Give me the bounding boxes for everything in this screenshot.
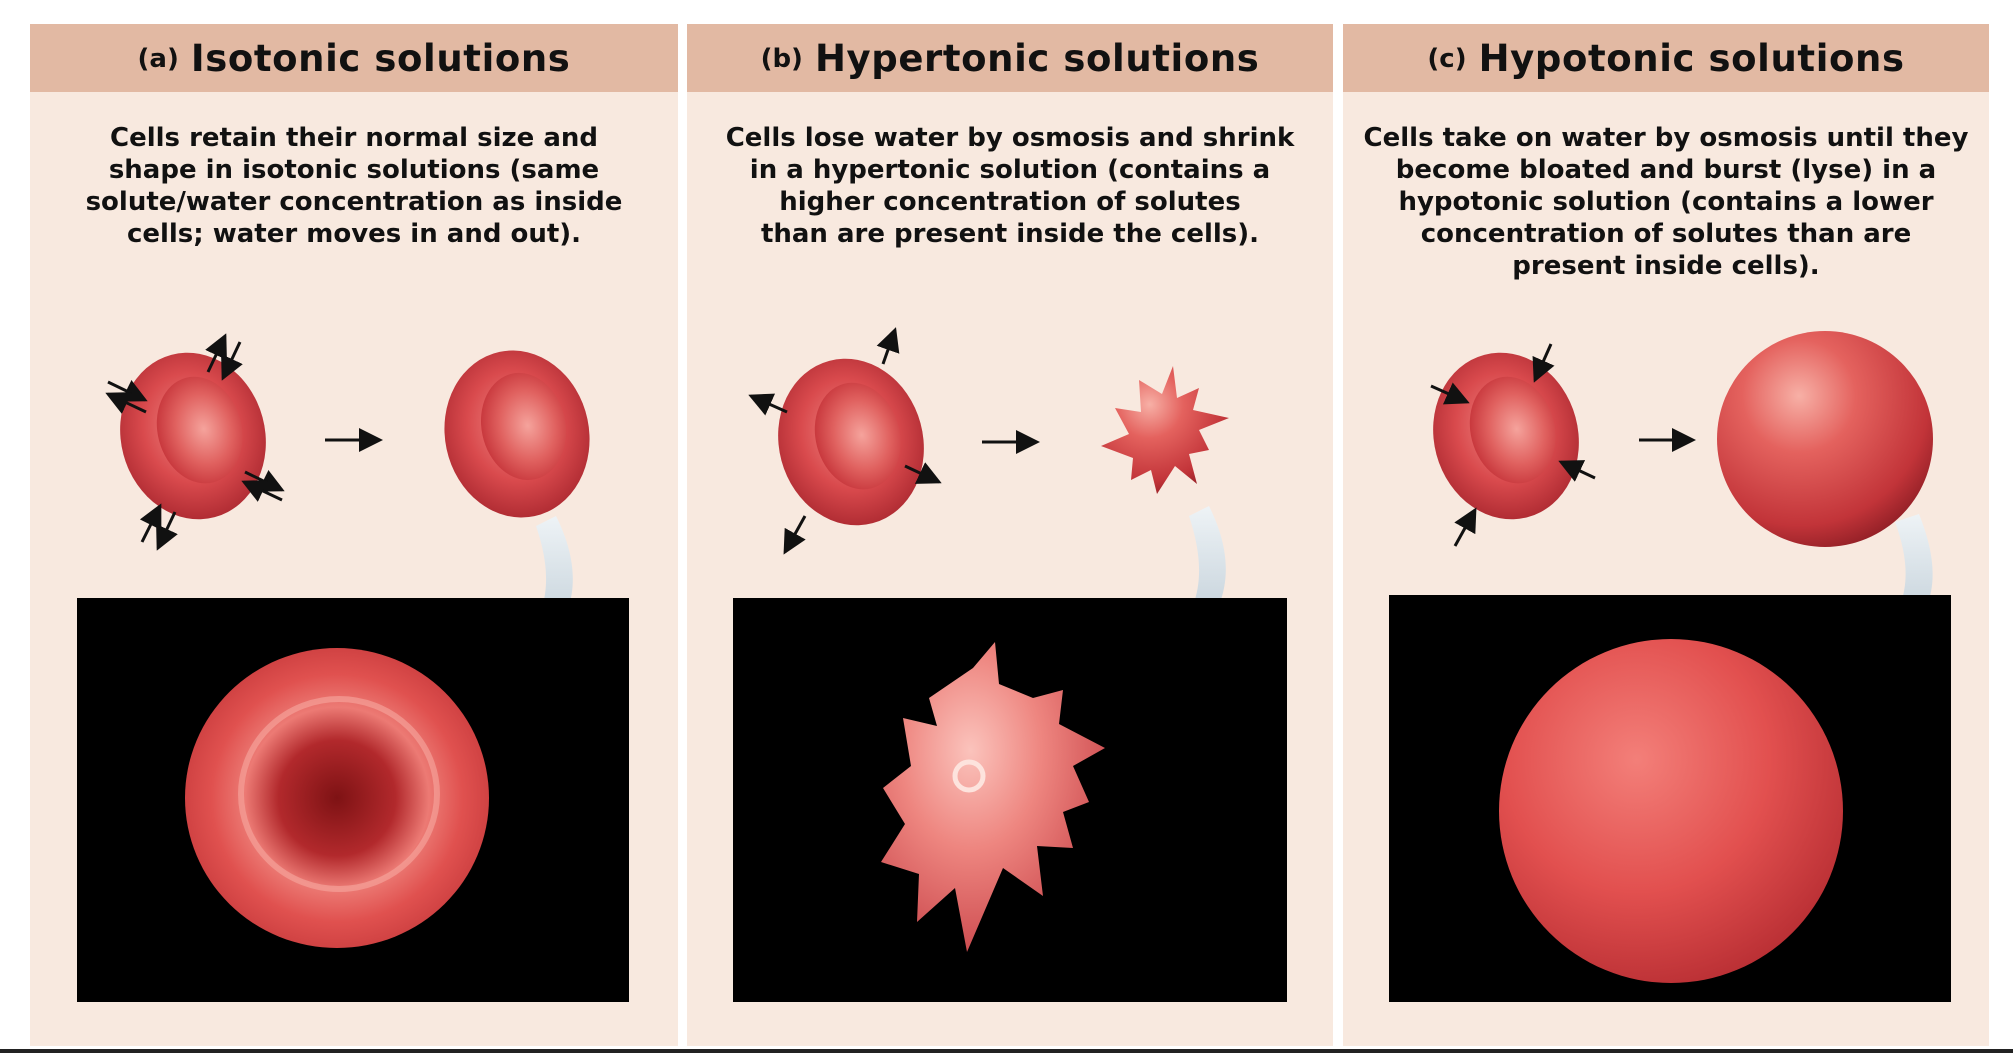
panel-tag: (b) [760,44,803,74]
description-line: present inside cells). [1512,251,1820,281]
panel-header: (a) Isotonic solutions [30,24,678,92]
description-line: solute/water concentration as inside [85,187,623,217]
callout-arrow [1843,514,1933,682]
description-line: cells; water moves in and out). [126,219,582,249]
water-outflow-arrows [748,327,942,555]
panel-title: Hypertonic solutions [814,36,1260,80]
panel-isotonic: (a) Isotonic solutions Cells retain thei… [30,24,678,1046]
panel-hypotonic: (c) Hypotonic solutions Cells take on wa… [1343,24,1989,1046]
panel-tag: (c) [1427,44,1467,74]
description-line: Cells retain their normal size and [110,123,598,153]
panel-hypertonic: (b) Hypertonic solutions Cells lose wate… [687,24,1333,1046]
isotonic-diagram [105,333,590,692]
description-line: higher concentration of solutes [779,187,1241,217]
swollen-cell [1717,331,1933,547]
crenated-cell [1101,366,1229,494]
description-line: hypotonic solution (contains a lower [1398,187,1934,217]
panel-header: (b) Hypertonic solutions [687,24,1333,92]
description-line: in a hypertonic solution (contains a [749,155,1271,185]
hypertonic-diagram [748,327,1229,684]
red-blood-cell-before [778,358,924,526]
water-flow-arrows [105,333,285,551]
water-inflow-arrows [1430,343,1596,547]
description-line: concentration of solutes than are [1420,219,1912,249]
description-line: Cells take on water by osmosis until the… [1363,123,1969,153]
callout-arrow [482,516,573,692]
callout-arrow [1135,506,1226,684]
bottom-border [0,1049,2013,1053]
micrograph-hypertonic [733,598,1287,1002]
panel-tag: (a) [137,44,179,74]
description-line: than are present inside the cells). [760,219,1260,249]
description-line: shape in isotonic solutions (same [108,155,600,185]
red-blood-cell-before [1433,352,1579,520]
description-line: become bloated and burst (lyse) in a [1395,155,1937,185]
hypotonic-diagram [1430,331,1933,682]
micrograph-hypotonic [1389,595,1951,1002]
description-line: Cells lose water by osmosis and shrink [725,123,1295,153]
panel-header: (c) Hypotonic solutions [1343,24,1989,92]
micrograph-isotonic [77,598,629,1002]
panel-description: Cells retain their normal size and shape… [30,122,678,250]
panel-description: Cells lose water by osmosis and shrink i… [687,122,1333,250]
red-blood-cell-after [444,350,590,518]
panel-description: Cells take on water by osmosis until the… [1343,122,1989,282]
panel-title: Hypotonic solutions [1478,36,1905,80]
red-blood-cell-before [120,352,266,520]
panel-title: Isotonic solutions [190,36,571,80]
